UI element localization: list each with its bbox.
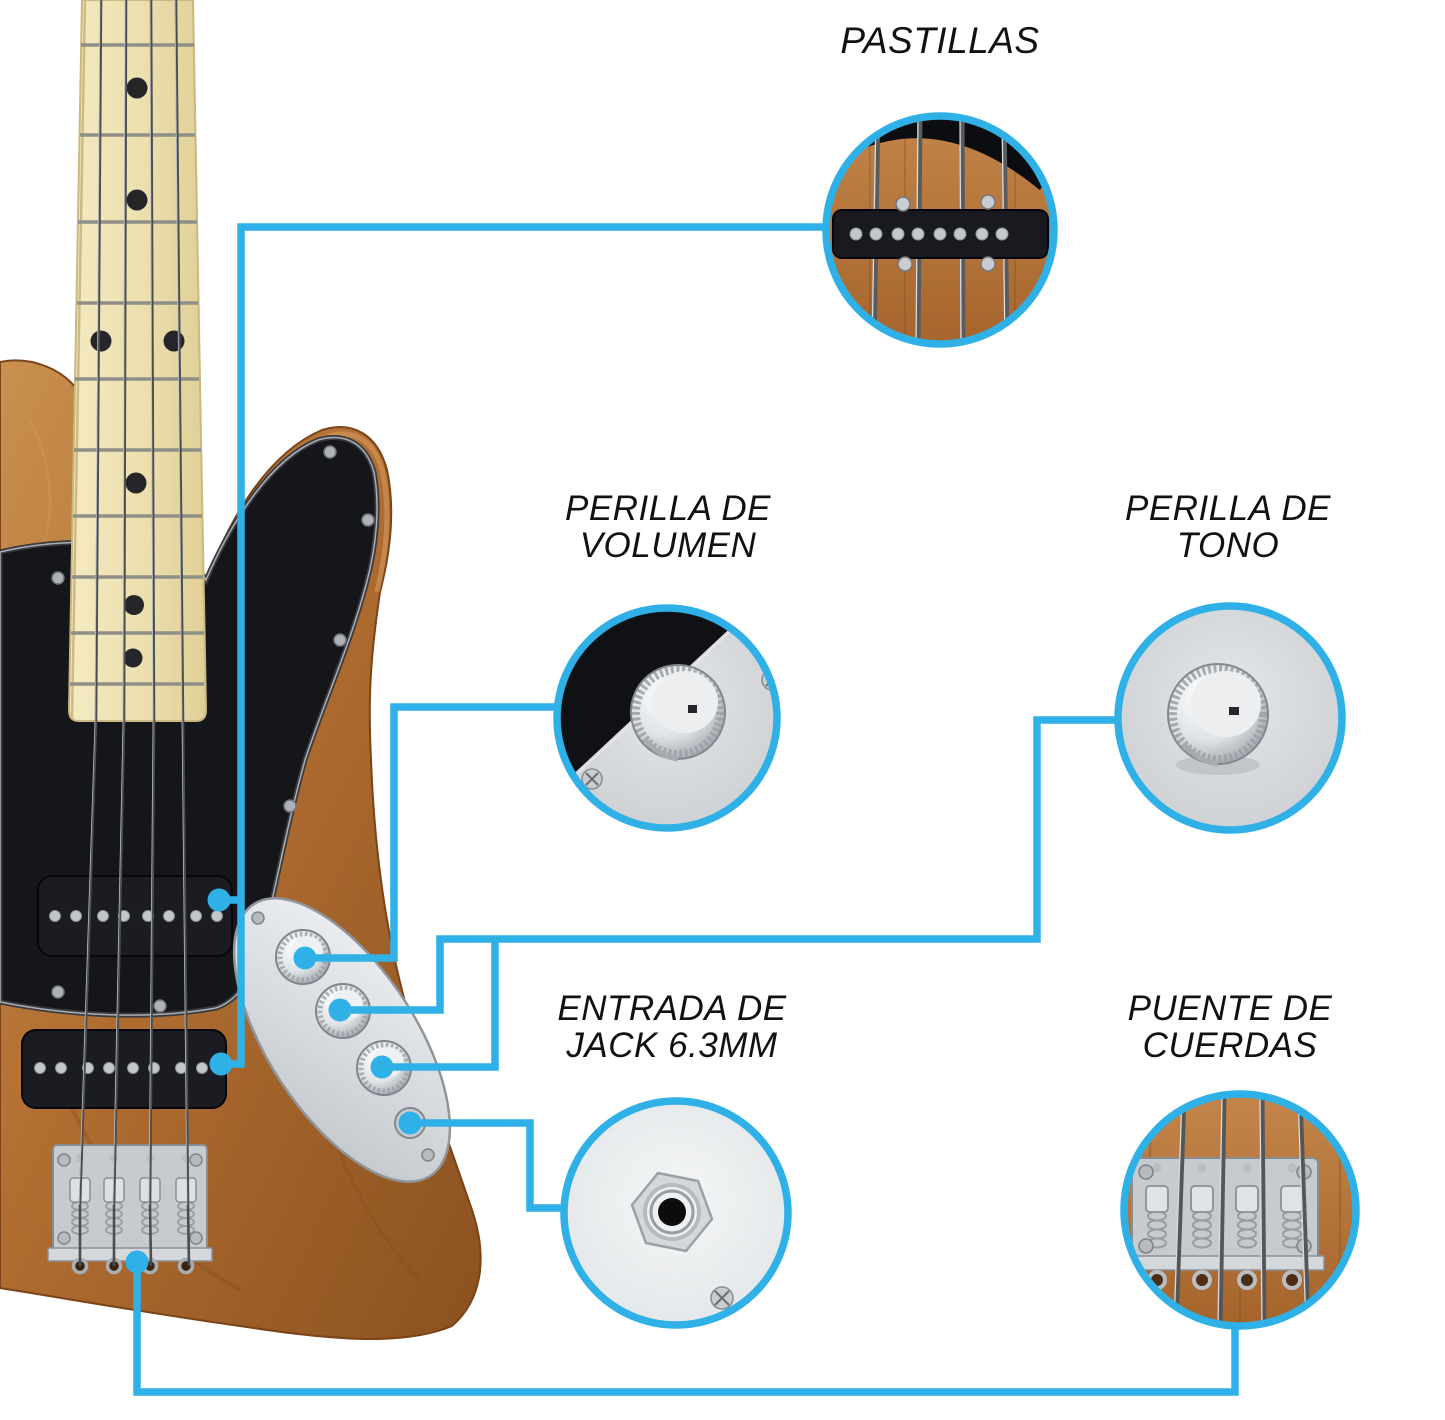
- connector-dot-volume: [293, 946, 317, 970]
- connector-dot-jack: [398, 1111, 422, 1135]
- connector-lines: [125, 223, 1239, 1396]
- guitar-neck: [67, 0, 208, 722]
- bass-guitar-photo: [0, 0, 482, 1340]
- bridge-detail-photo: [1124, 1094, 1356, 1326]
- callout-ring-pastillas: [822, 112, 1058, 348]
- connector-dot-tone-b: [370, 1055, 394, 1079]
- label-entrada-de-jack: ENTRADA DE JACK 6.3MM: [557, 989, 787, 1065]
- connector-dot-bridge: [125, 1250, 149, 1274]
- callout-circle-jack: [560, 1097, 792, 1329]
- tone-knob-detail-photo: [1118, 606, 1342, 830]
- callout-circle-volumen: [553, 604, 781, 832]
- label-perilla-de-tono: PERILLA DE TONO: [1124, 489, 1331, 565]
- connector-dot-tone-a: [328, 998, 352, 1022]
- volume-knob-detail-photo: [557, 608, 777, 828]
- connector-dot-bridge-pickup: [209, 1052, 233, 1076]
- callout-ring-jack: [560, 1097, 792, 1329]
- string-highlights: [78, 0, 188, 1206]
- callout-circle-puente: [1120, 1090, 1360, 1330]
- strings: [78, 0, 191, 1267]
- callout-circle-tono: [1114, 602, 1346, 834]
- connector-jack: [398, 1111, 568, 1212]
- connector-puente: [125, 1250, 1239, 1396]
- label-pastillas: PASTILLAS: [840, 20, 1040, 61]
- bridge-pickup: [21, 1029, 227, 1109]
- neck-pickup: [37, 875, 233, 957]
- bridge-screws: [57, 1153, 203, 1245]
- connector-pastillas: [207, 223, 835, 1076]
- callout-ring-volumen: [553, 604, 781, 832]
- label-puente-de-cuerdas: PUENTE DE CUERDAS: [1127, 989, 1333, 1065]
- callout-circle-pastillas: [822, 112, 1058, 348]
- callout-ring-puente: [1120, 1090, 1360, 1330]
- pickup-detail-photo: [826, 116, 1054, 344]
- jack-hole: [658, 1198, 686, 1226]
- body-gloss-highlight: [327, 431, 390, 593]
- label-perilla-de-volumen: PERILLA DE VOLUMEN: [564, 489, 771, 565]
- connector-volumen: [293, 703, 560, 970]
- connector-tono: [328, 716, 1122, 1079]
- callout-ring-tono: [1114, 602, 1346, 834]
- connector-dot-neck-pickup: [207, 888, 231, 912]
